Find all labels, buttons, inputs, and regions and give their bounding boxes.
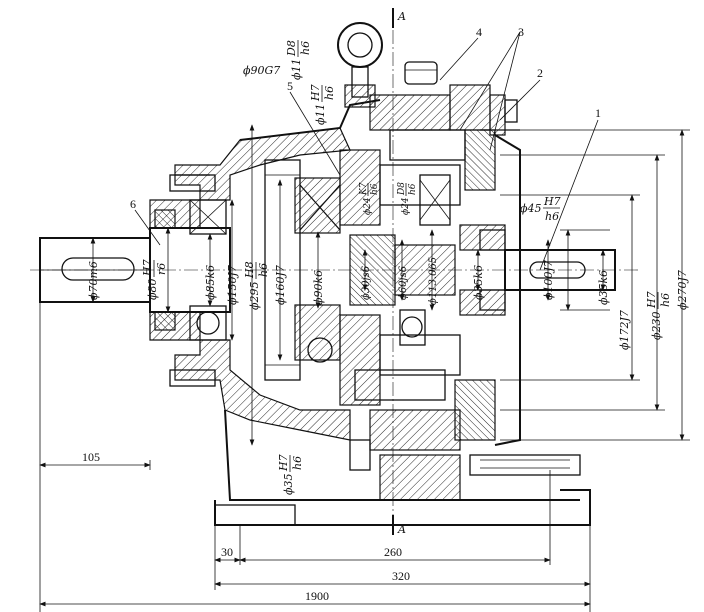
part-number-5: 5 [287,79,293,93]
section-a-top-label: A [397,10,406,23]
svg-text:ϕ45: ϕ45 [520,202,542,215]
svg-text:ϕ11: ϕ11 [314,104,327,126]
dia-phi30js6: ϕ30js6 [361,265,372,300]
svg-text:h6: h6 [257,263,270,277]
fit-phi45-h7h6: ϕ45 H7 h6 [520,195,561,223]
dia-phi160j7: ϕ160J7 [274,265,287,305]
svg-text:h6: h6 [545,210,559,223]
dia-phi172j7: ϕ172J7 [618,310,631,350]
svg-text:H7: H7 [645,291,658,309]
dia-phi70m6: ϕ70m6 [87,261,100,300]
svg-text:ϕ11: ϕ11 [290,59,303,81]
output-shaft [459,224,616,316]
internal-diameter-dimensions [90,124,551,446]
svg-text:H8: H8 [243,261,256,279]
fit-phi80-h7r6: ϕ80 H7 r6 [141,259,168,300]
dim-105: 105 [82,450,100,464]
svg-text:h6: h6 [659,293,672,307]
svg-text:ϕ80: ϕ80 [146,279,159,301]
part-number-1: 1 [595,106,601,120]
part-number-4: 4 [476,25,482,39]
left-end-cover [149,199,227,341]
section-a-bottom-label: A [397,523,406,536]
svg-text:h6: h6 [323,86,336,100]
svg-text:H7: H7 [277,454,290,472]
part-number-3: 3 [518,25,524,39]
fit-phi24-k7h6: ϕ24 K7 h6 [359,182,380,215]
dia-phi85k6: ϕ85k6 [204,265,217,300]
dia-phi270j7: ϕ270J7 [676,270,689,310]
fit-phi295-h8h6: ϕ295 H8 h6 [243,261,270,310]
dim-30: 30 [221,545,233,559]
dim-320: 320 [392,569,410,583]
lower-gear-train [349,369,496,501]
svg-text:ϕ295: ϕ295 [248,282,261,311]
svg-text:h6: h6 [299,41,312,55]
lifting-eye-bolt [337,22,383,108]
dia-phi150j7: ϕ150J7 [226,265,239,305]
dia-phi35k6-b: ϕ35k6 [597,270,610,305]
fit-phi24-d8h6: ϕ24 D8 h6 [397,182,418,215]
planet-carrier [339,149,461,406]
fit-phi11-h7h6: ϕ11 H7 h6 [309,84,336,125]
svg-text:K7: K7 [359,182,369,196]
fit-phi11-d8h6: ϕ11 D8 h6 [285,40,312,80]
fit-phi90g7: ϕ90G7 [243,64,280,77]
svg-text:ϕ24: ϕ24 [363,197,373,215]
dim-260: 260 [384,545,402,559]
svg-text:ϕ24: ϕ24 [401,197,411,215]
svg-text:H7: H7 [309,84,322,102]
bottom-length-dimensions [39,300,591,612]
svg-text:D8: D8 [397,182,407,196]
fit-phi230-h7h6: ϕ230 H7 h6 [645,291,672,340]
svg-text:h6: h6 [370,183,380,195]
svg-text:D8: D8 [285,40,298,57]
fit-phi35-h7h6: ϕ35 H7 h6 [277,454,304,495]
svg-text:H7: H7 [141,259,154,277]
dia-phi90k6: ϕ90k6 [312,270,325,305]
svg-text:ϕ230: ϕ230 [650,312,663,341]
dia-phi100j7: ϕ100J7 [542,260,555,300]
ring-gear [264,159,341,381]
svg-text:r6: r6 [155,263,168,275]
upper-gear-train [369,61,521,446]
svg-text:h6: h6 [291,456,304,470]
part-leaders [134,31,599,271]
dim-1900: 1900 [305,589,329,603]
dia-phi113: ϕ113.065 [428,257,439,305]
right-diameter-dimensions [500,129,690,441]
svg-text:H7: H7 [543,195,561,208]
part-number-2: 2 [537,66,543,80]
dia-phi60js6: ϕ60js6 [398,265,409,300]
dia-phi35k6-a: ϕ35k6 [472,265,485,300]
svg-text:h6: h6 [408,183,418,195]
left-housing [169,99,580,501]
svg-text:ϕ35: ϕ35 [282,474,295,496]
part-number-6: 6 [130,197,136,211]
